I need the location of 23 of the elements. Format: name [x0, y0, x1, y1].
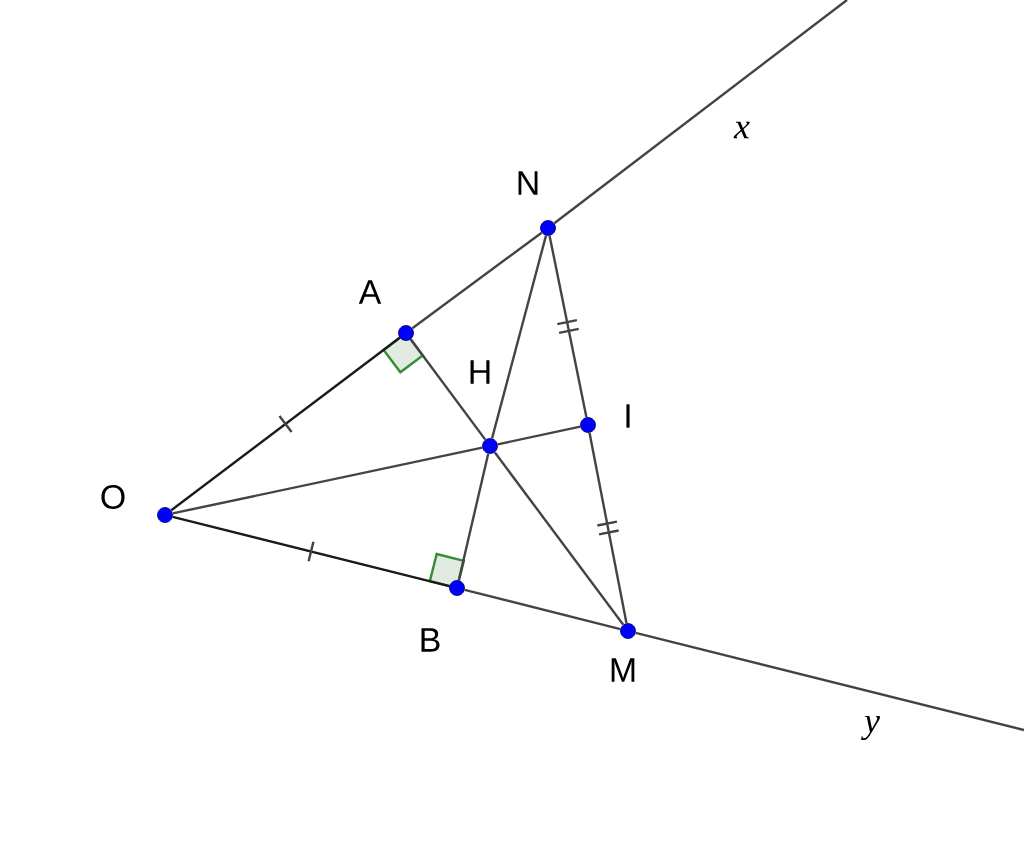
line-segment [172, 515, 450, 588]
line-segment [172, 446, 483, 515]
line-segment [553, 0, 848, 225]
ray-label: y [861, 715, 880, 741]
point-label: B [421, 628, 440, 652]
line-segment [548, 235, 588, 418]
line-segment [464, 588, 621, 631]
point-label: O [101, 485, 125, 509]
line-segment [457, 453, 490, 581]
ray-label: x [733, 121, 750, 139]
line-segment [497, 425, 581, 446]
line-segment [588, 432, 628, 624]
line-segment [635, 631, 1024, 732]
point-label: M [611, 658, 635, 682]
point-label: I [626, 404, 630, 428]
point-label: N [518, 171, 538, 195]
point-label: A [358, 280, 382, 304]
line-segment [170, 336, 401, 512]
line-segment [493, 451, 625, 626]
line-segment [490, 235, 548, 439]
line-segment [411, 231, 543, 330]
line-segment [409, 338, 487, 441]
point-label: H [470, 360, 490, 384]
